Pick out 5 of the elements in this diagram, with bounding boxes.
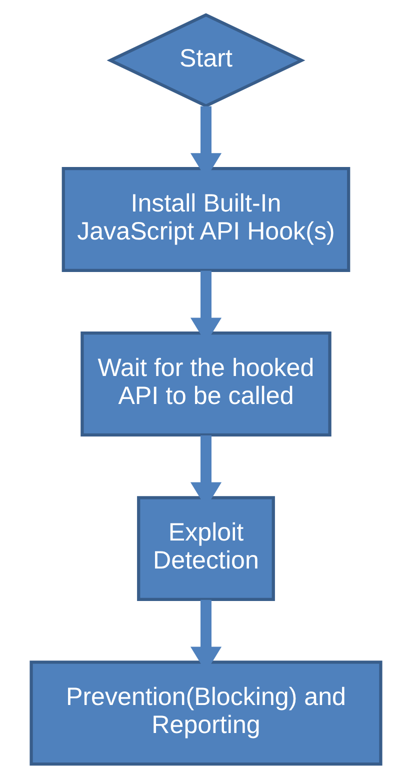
node-box: Wait for the hooked API to be called	[80, 332, 331, 437]
node-box: Exploit Detection	[136, 496, 274, 602]
node-box: Prevention(Blocking) and Reporting	[29, 660, 382, 766]
node-diamond: Start	[106, 13, 305, 108]
node-box: Install Built-In JavaScript API Hook(s)	[61, 166, 350, 272]
